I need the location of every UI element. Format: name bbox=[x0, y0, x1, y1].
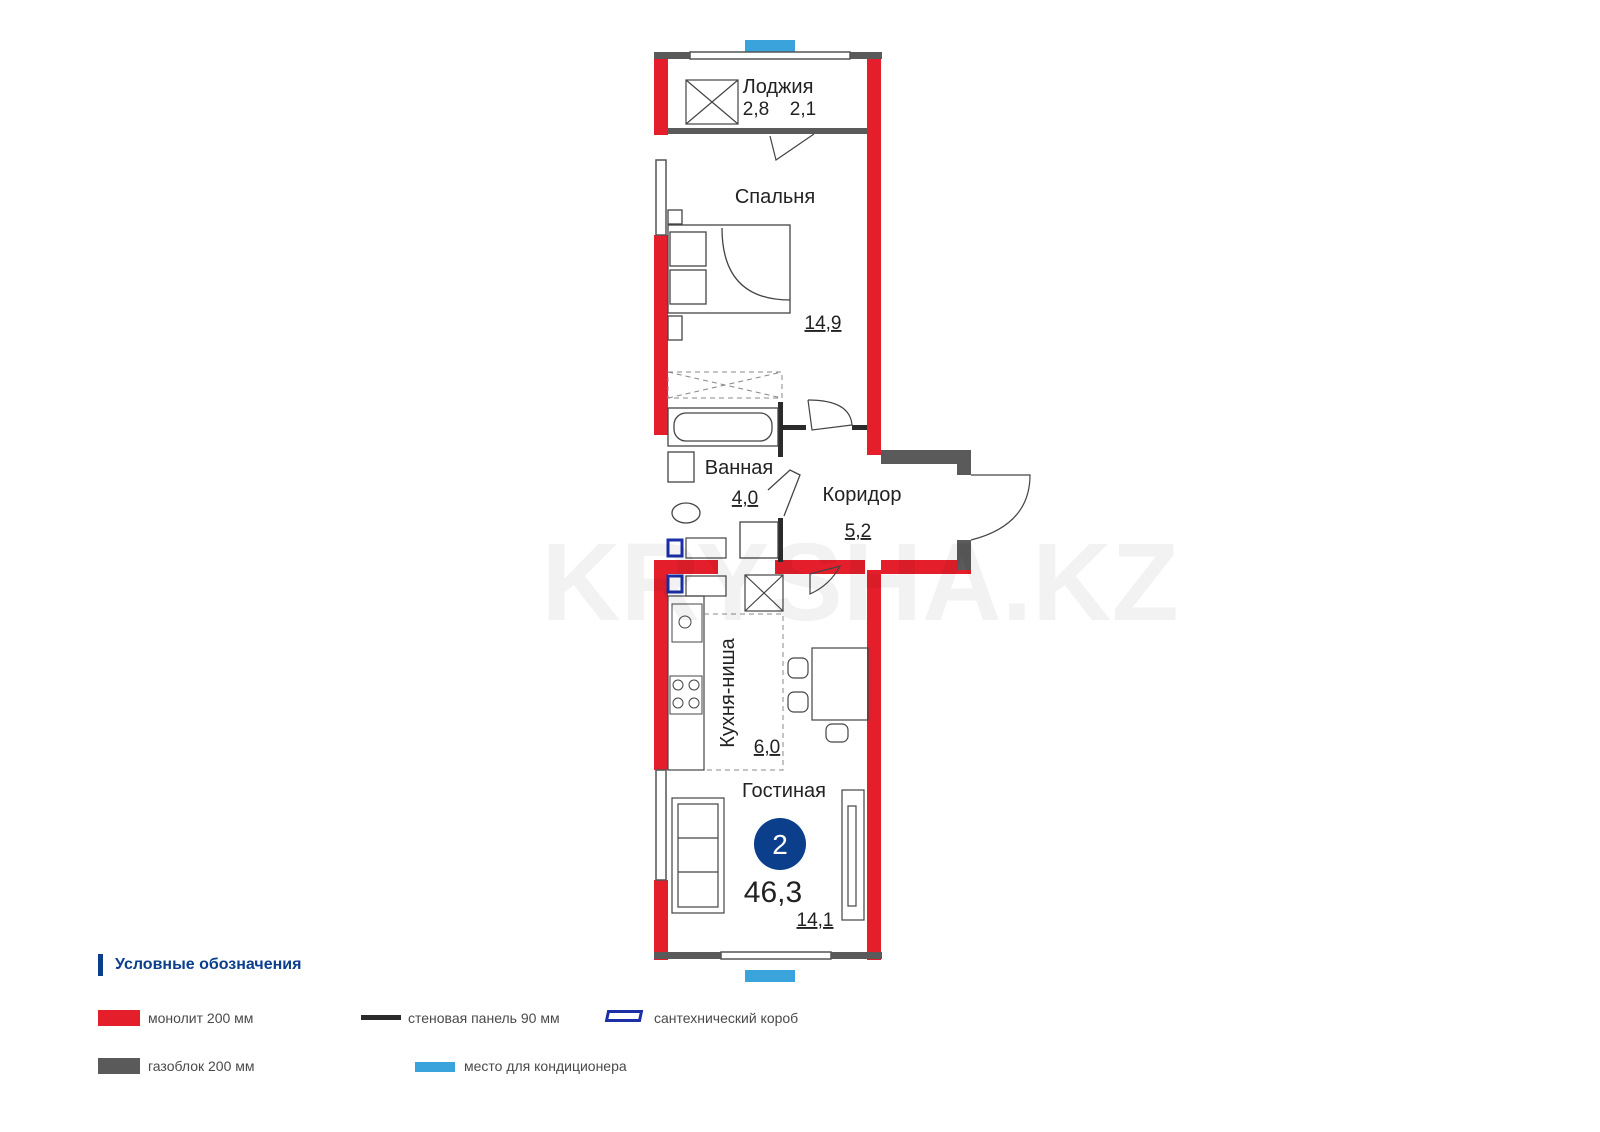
legend-label-monolith: монолит 200 мм bbox=[148, 1010, 254, 1026]
room-count: 2 bbox=[772, 829, 788, 860]
wardrobe bbox=[667, 371, 783, 399]
legend-label-ac: место для кондиционера bbox=[464, 1058, 627, 1074]
room-name-bedroom: Спальня bbox=[735, 186, 815, 208]
room-name-living: Гостиная bbox=[742, 780, 826, 802]
room-area-corridor: 5,2 bbox=[845, 521, 871, 542]
panel-walls bbox=[778, 402, 867, 562]
kitchen-niche bbox=[667, 595, 784, 771]
sanitary-shafts bbox=[666, 538, 684, 594]
legend-swatch-sanitary bbox=[604, 1010, 644, 1022]
bed bbox=[667, 209, 791, 341]
loggia-fixtures bbox=[685, 79, 815, 161]
monolith-walls bbox=[654, 55, 971, 960]
total-area: 46,3 bbox=[744, 876, 802, 909]
legend-swatch-panel bbox=[361, 1015, 401, 1020]
watermark: KRYSHA.KZ bbox=[541, 521, 1179, 644]
legend-title: Условные обозначения bbox=[98, 954, 301, 976]
room-area-loggia: 2,8 bbox=[743, 99, 769, 120]
legend-label-sanitary: сантехнический короб bbox=[654, 1010, 799, 1026]
legend-swatch-monolith bbox=[98, 1010, 140, 1026]
room-area2-loggia: 2,1 bbox=[790, 99, 816, 120]
legend-swatch-ac bbox=[415, 1062, 455, 1072]
room-area-bedroom: 14,9 bbox=[805, 313, 842, 334]
legend-label-panel: стеновая панель 90 мм bbox=[408, 1010, 560, 1026]
room-name-corridor: Коридор bbox=[823, 484, 902, 506]
ac-place-bottom bbox=[745, 970, 795, 982]
room-count-badge bbox=[754, 818, 806, 870]
living-furniture bbox=[671, 789, 865, 921]
legend-label-gasblock: газоблок 200 мм bbox=[148, 1058, 255, 1074]
room-name-loggia: Лоджия bbox=[743, 76, 814, 98]
ac-place-top bbox=[745, 40, 795, 52]
room-area-living: 14,1 bbox=[797, 910, 834, 931]
room-name-kitchen: Кухня-ниша bbox=[717, 637, 739, 747]
room-area-kitchen: 6,0 bbox=[754, 737, 780, 758]
windows bbox=[655, 51, 851, 960]
dining-table bbox=[787, 647, 869, 743]
bathroom-fixtures bbox=[667, 407, 801, 559]
legend-swatch-gasblock bbox=[98, 1058, 140, 1074]
corridor-fixtures bbox=[744, 399, 1031, 612]
shaft-boxes bbox=[685, 537, 727, 597]
room-name-bathroom: Ванная bbox=[705, 457, 774, 479]
room-area-bathroom: 4,0 bbox=[732, 488, 758, 509]
